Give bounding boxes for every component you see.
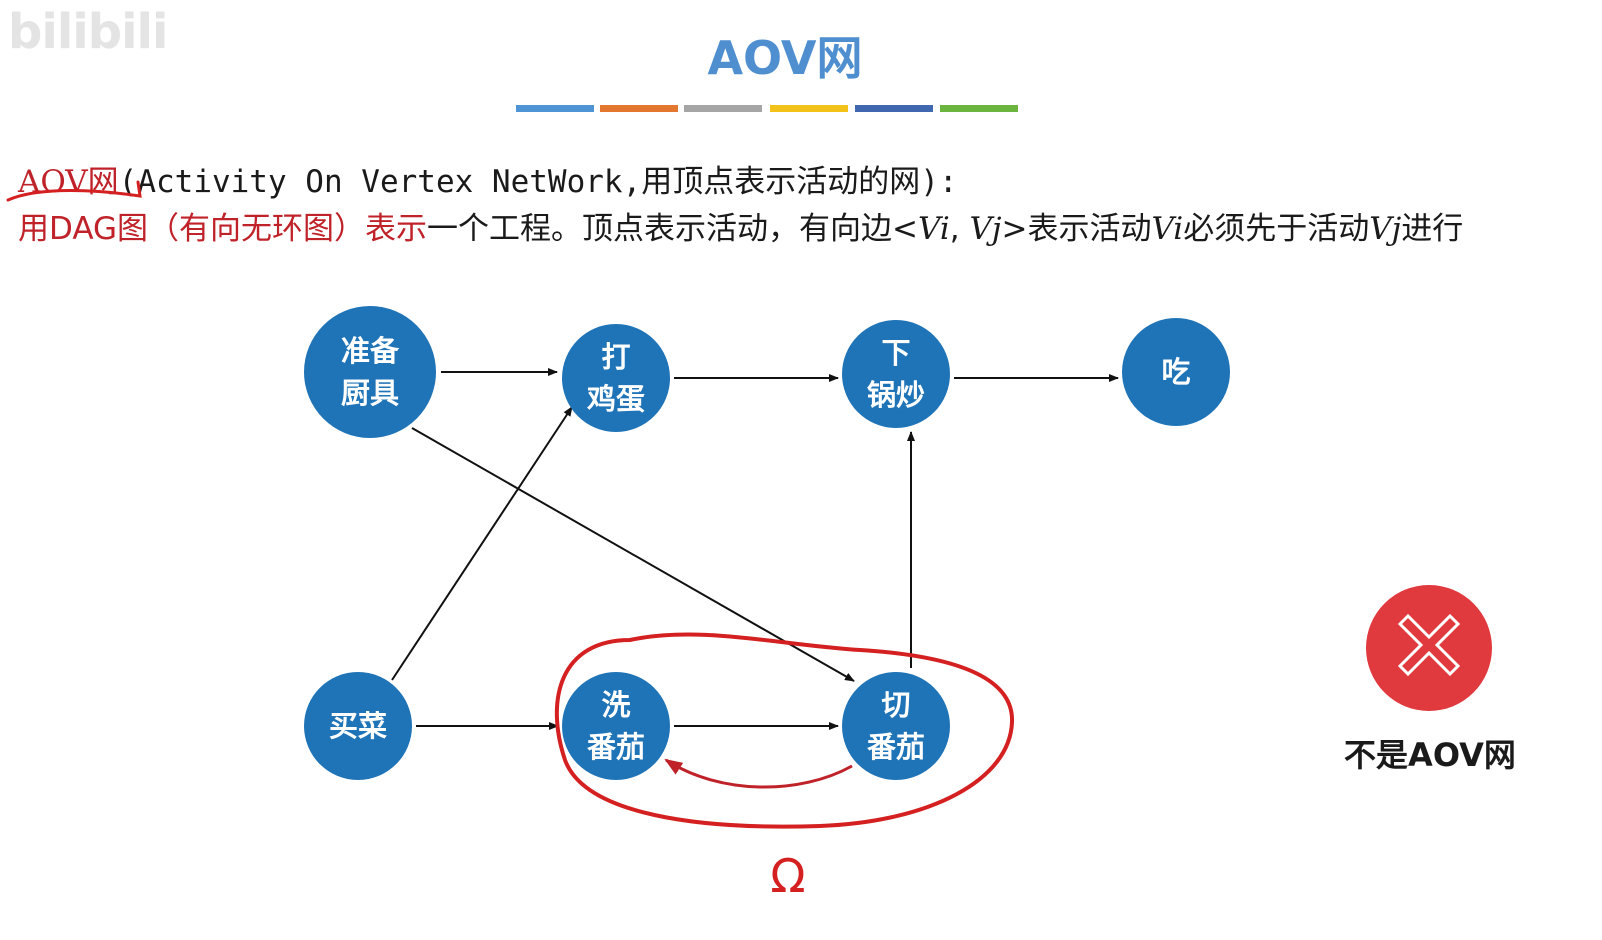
node-label: 番茄: [867, 730, 925, 764]
node-cut: 切番茄: [842, 672, 950, 780]
edge-layer: [391, 368, 1119, 789]
node-label: 买菜: [329, 709, 387, 743]
loop-symbol: Ω: [770, 849, 805, 903]
vertex-vj: Vj: [1369, 211, 1402, 247]
node-label: 准备: [341, 334, 400, 368]
description-comma: ,: [949, 211, 970, 247]
hand-drawn-cycle-circle: [554, 632, 1015, 829]
description-text: 进行: [1401, 211, 1464, 247]
node-circle: [304, 672, 412, 780]
color-bar-segment: [516, 105, 594, 112]
node-eat: 吃: [1122, 318, 1230, 426]
node-egg: 打鸡蛋: [562, 324, 670, 432]
vertex-vj: Vj: [969, 211, 1002, 247]
description-text: >表示活动: [1001, 211, 1152, 247]
node-label: 鸡蛋: [587, 382, 645, 416]
node-label: 切: [881, 688, 910, 722]
slide-title: AOV网: [707, 31, 863, 85]
not-aov-label: 不是AOV网: [1344, 736, 1516, 774]
color-bar-segment: [770, 105, 848, 112]
node-buy: 买菜: [304, 672, 412, 780]
node-wash: 洗番茄: [562, 672, 670, 780]
node-circle: [1122, 318, 1230, 426]
description-text: 一个工程。顶点表示活动，有向边<: [427, 211, 918, 247]
description-red: 用DAG图（有向无环图）表示: [18, 211, 428, 247]
edge-cut-wash: [664, 758, 853, 789]
node-label: 洗: [601, 688, 630, 722]
bilibili-watermark: bilibili: [8, 4, 168, 60]
definition-line: AOV网(Activity On Vertex NetWork,用顶点表示活动的…: [18, 156, 958, 201]
color-bar-segment: [600, 105, 678, 112]
node-label: 下: [881, 336, 910, 370]
edge-buy-egg: [391, 406, 573, 681]
x-mark-icon: [1366, 585, 1492, 711]
node-circle: [842, 672, 950, 780]
description-text: 必须先于活动: [1183, 211, 1370, 247]
definition-expansion-cn: 用顶点表示活动的网: [641, 164, 921, 200]
vertex-vi: Vi: [1151, 211, 1184, 247]
definition-expansion: Activity On Vertex NetWork,: [137, 164, 642, 200]
node-label: 厨具: [341, 376, 399, 410]
definition-underline: [6, 180, 142, 202]
color-bar-segment: [940, 105, 1018, 112]
color-bar-segment: [855, 105, 933, 112]
node-circle: [562, 672, 670, 780]
node-fry: 下锅炒: [842, 320, 950, 428]
edge-prepare-cut: [411, 427, 855, 682]
node-circle: [842, 320, 950, 428]
description-line: 用DAG图（有向无环图）表示一个工程。顶点表示活动，有向边<Vi, Vj>表示活…: [18, 203, 1463, 248]
node-label: 打: [601, 340, 630, 374]
node-label: 番茄: [587, 730, 645, 764]
node-circle: [562, 324, 670, 432]
node-label: 锅炒: [867, 378, 925, 412]
paren-close: ):: [920, 164, 958, 200]
color-bar-segment: [684, 105, 762, 112]
vertex-vi: Vi: [918, 211, 950, 247]
node-circle: [304, 306, 436, 438]
paren-open: (: [118, 164, 138, 200]
node-label: 吃: [1161, 355, 1190, 389]
